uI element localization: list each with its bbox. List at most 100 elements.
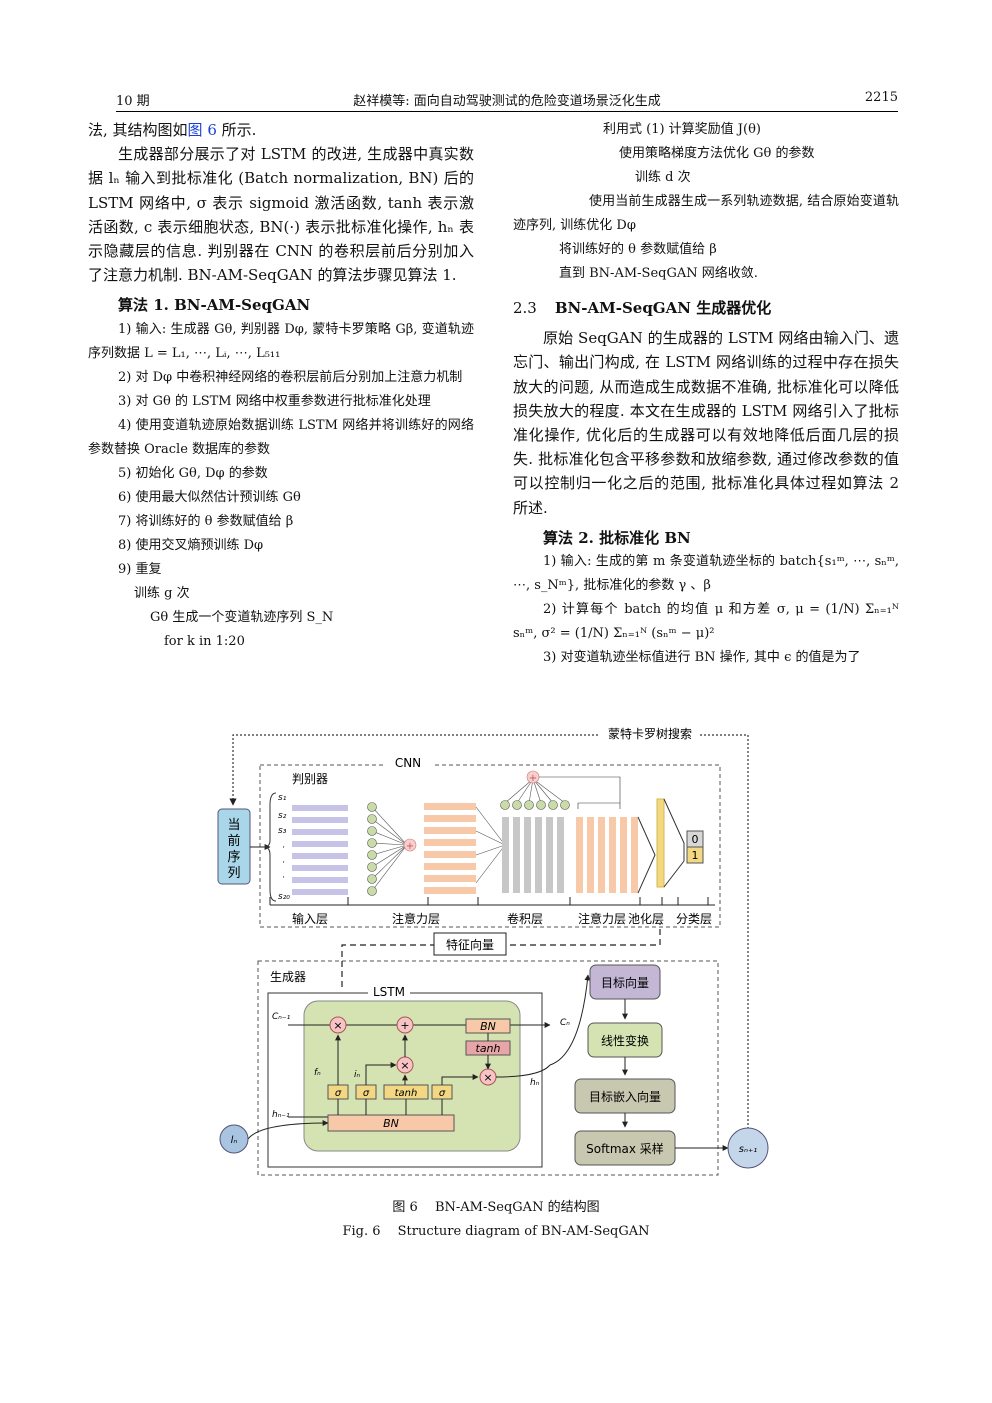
softmax-box: Softmax 采样 bbox=[586, 1141, 664, 1156]
tanh-box-top: tanh bbox=[476, 1042, 501, 1055]
alg1-step-7: 7) 将训练好的 θ 参数赋值给 β bbox=[118, 513, 294, 529]
alg1-train-g: 训练 g 次 bbox=[134, 585, 190, 601]
feature-vector-label: 特征向量 bbox=[446, 937, 494, 952]
bn-box-bottom: BN bbox=[383, 1117, 399, 1130]
header-rule bbox=[116, 111, 898, 112]
cs-char-2: 前 bbox=[227, 833, 240, 849]
output-pipeline: 目标向量 线性变换 目标嵌入向量 Softmax 采样 sₙ₊₁ bbox=[574, 964, 769, 1169]
cs-char-4: 列 bbox=[227, 866, 240, 881]
figure-caption-cn: 图 6 BN-AM-SeqGAN 的结构图 bbox=[392, 1200, 600, 1215]
attention-nodes-1: + bbox=[367, 802, 417, 896]
bn-box-top: BN bbox=[480, 1020, 496, 1033]
alg1-step-6: 6) 使用最大似然估计预训练 Gθ bbox=[118, 489, 301, 505]
svg-text:×: × bbox=[483, 1071, 492, 1084]
svg-text:×: × bbox=[333, 1019, 342, 1032]
cnn-label: CNN bbox=[395, 756, 421, 770]
figure-link[interactable]: 图 6 bbox=[187, 121, 217, 139]
layer-input: 输入层 bbox=[292, 911, 328, 926]
layer-pool: 池化层 bbox=[628, 912, 664, 926]
layer-conv: 卷积层 bbox=[507, 911, 543, 926]
seq-dot-2: · bbox=[282, 858, 285, 868]
alg2-step-2: 2) 计算每个 batch 的均值 μ 和方差 σ, μ = (1/N) Σₙ₌… bbox=[513, 602, 899, 642]
p0-text-end: 所示. bbox=[216, 121, 257, 139]
algorithm-1-title: 算法 1. BN-AM-SeqGAN bbox=[118, 296, 311, 315]
running-title: 赵祥模等: 面向自动驾驶测试的危险变道场景泛化生成 bbox=[353, 94, 661, 109]
pooling-bar bbox=[656, 798, 665, 888]
f-gate-label: fₙ bbox=[314, 1068, 321, 1078]
i-gate-label: iₙ bbox=[354, 1070, 361, 1080]
tanh-gate: tanh bbox=[395, 1088, 418, 1099]
current-sequence-box: 当 前 序 列 bbox=[217, 808, 271, 885]
svg-text:+: + bbox=[529, 773, 537, 784]
pool-connector bbox=[637, 816, 656, 894]
input-ln: lₙ bbox=[219, 1120, 329, 1154]
left-column: 法, 其结构图如图 6 所示. 生成器部分展示了对 LSTM 的改进, 生成器中… bbox=[88, 118, 474, 654]
paragraph-0: 法, 其结构图如图 6 所示. bbox=[88, 118, 474, 142]
linear-transform-box: 线性变换 bbox=[601, 1033, 649, 1048]
alg1-train-d: 训练 d 次 bbox=[635, 170, 691, 185]
svg-text:+: + bbox=[400, 1019, 409, 1032]
alg1-step-1: 1) 输入: 生成器 Gθ, 判别器 Dφ, 蒙特卡罗策略 Gβ, 变道轨迹序列… bbox=[88, 321, 474, 361]
generator-label: 生成器 bbox=[270, 970, 306, 984]
classification-output: 0 1 bbox=[686, 830, 704, 864]
lstm-label: LSTM bbox=[373, 985, 405, 999]
alg1-step-5: 5) 初始化 Gθ, Dφ 的参数 bbox=[118, 465, 268, 481]
input-label: lₙ bbox=[231, 1135, 238, 1146]
layer-labels: 输入层 注意力层 卷积层 注意力层 池化层 分类层 bbox=[292, 911, 712, 926]
p0-text: 法, 其结构图如 bbox=[88, 121, 188, 139]
alg1-step-3: 3) 对 Gθ 的 LSTM 网络中权重参数进行批标准化处理 bbox=[118, 393, 431, 409]
alg1-until: 直到 BN-AM-SeqGAN 网络收敛. bbox=[559, 266, 758, 281]
right-column: 利用式 (1) 计算奖励值 J(θ) 使用策略梯度方法优化 Gθ 的参数 训练 … bbox=[513, 118, 899, 670]
svg-text:×: × bbox=[400, 1059, 409, 1072]
c-next-label: Cₙ bbox=[560, 1018, 570, 1028]
alg1-reward: 利用式 (1) 计算奖励值 J(θ) bbox=[603, 122, 761, 137]
sigma-forget: σ bbox=[335, 1088, 342, 1099]
cs-char-3: 序 bbox=[227, 850, 240, 865]
alg2-step-1: 1) 输入: 生成的第 m 条变道轨迹坐标的 batch{s₁ᵐ, ⋯, sₙᵐ… bbox=[513, 554, 899, 594]
layer-classify: 分类层 bbox=[676, 912, 712, 926]
attention-nodes-2: + bbox=[500, 770, 621, 810]
convolution-layer bbox=[502, 817, 564, 893]
target-embedding-box: 目标嵌入向量 bbox=[589, 1089, 661, 1104]
sigma-output: σ bbox=[439, 1088, 446, 1099]
mcts-label: 蒙特卡罗树搜索 bbox=[608, 726, 692, 741]
seq-s2: s₂ bbox=[278, 811, 287, 821]
generator-box: 生成器 LSTM bbox=[257, 960, 719, 1176]
output-0: 0 bbox=[692, 833, 699, 846]
pool-to-class bbox=[663, 798, 685, 888]
sequence-labels: s₁ s₂ s₃ · · · s₂₀ bbox=[263, 792, 290, 902]
svg-text:+: + bbox=[406, 841, 414, 852]
feature-vector-link: 特征向量 bbox=[341, 923, 661, 987]
seq-s3: s₃ bbox=[278, 826, 287, 836]
alg2-step-3: 3) 对变道轨迹坐标值进行 BN 操作, 其中 ϵ 的值是为了 bbox=[543, 650, 861, 666]
page-number: 2215 bbox=[864, 90, 898, 105]
seq-dot-1: · bbox=[282, 843, 285, 853]
attention-conv-layer bbox=[576, 817, 638, 893]
alg1-step-2: 2) 对 Dφ 中卷积神经网络的卷积层前后分别加上注意力机制 bbox=[118, 369, 463, 385]
figure-6-diagram: 蒙特卡罗树搜索 CNN 判别器 当 前 序 列 s₁ s₂ s₃ · · · s… bbox=[217, 725, 769, 1176]
seq-dot-3: · bbox=[282, 873, 285, 883]
discriminator-label: 判别器 bbox=[292, 772, 328, 786]
issue-number: 10 期 bbox=[116, 94, 150, 109]
algorithm-2-title: 算法 2. 批标准化 BN bbox=[543, 528, 691, 547]
alg1-train-d-body: 使用当前生成器生成一系列轨迹数据, 结合原始变道轨迹序列, 训练优化 Dφ bbox=[513, 194, 899, 233]
lstm-cell: Cₙ₋₁ Cₙ hₙ₋₁ × + × × BN tanh σ σ tanh σ … bbox=[272, 974, 591, 1152]
alg1-step-8: 8) 使用交叉熵预训练 Dφ bbox=[118, 537, 264, 553]
sigma-input: σ bbox=[363, 1088, 370, 1099]
cs-char-1: 当 bbox=[227, 818, 240, 833]
alg1-assign-beta: 将训练好的 θ 参数赋值给 β bbox=[559, 242, 717, 257]
figure-caption-en: Fig. 6 Structure diagram of BN-AM-SeqGAN bbox=[342, 1224, 650, 1239]
paragraph-1: 生成器部分展示了对 LSTM 的改进, 生成器中真实数据 lₙ 输入到批标准化 … bbox=[88, 145, 474, 285]
attention-layer-matrix bbox=[424, 803, 476, 894]
paragraph-2: 原始 SeqGAN 的生成器的 LSTM 网络由输入门、遗忘门、输出门构成, 在… bbox=[513, 329, 899, 517]
layer-axis bbox=[269, 897, 715, 906]
page-header: 10 期 赵祥模等: 面向自动驾驶测试的危险变道场景泛化生成 2215 bbox=[116, 88, 898, 110]
alg1-policy-gradient: 使用策略梯度方法优化 Gθ 的参数 bbox=[619, 146, 815, 161]
section-number: 2.3 bbox=[513, 299, 537, 317]
mcts-loop: 蒙特卡罗树搜索 bbox=[229, 725, 749, 1145]
layer-attention-1: 注意力层 bbox=[392, 911, 440, 926]
layer-attention-2: 注意力层 bbox=[578, 911, 626, 926]
cnn-box: CNN 判别器 bbox=[259, 756, 721, 928]
alg1-step-4: 4) 使用变道轨迹原始数据训练 LSTM 网络并将训练好的网络参数替换 Orac… bbox=[88, 417, 474, 457]
h-next-label: hₙ bbox=[530, 1078, 540, 1088]
